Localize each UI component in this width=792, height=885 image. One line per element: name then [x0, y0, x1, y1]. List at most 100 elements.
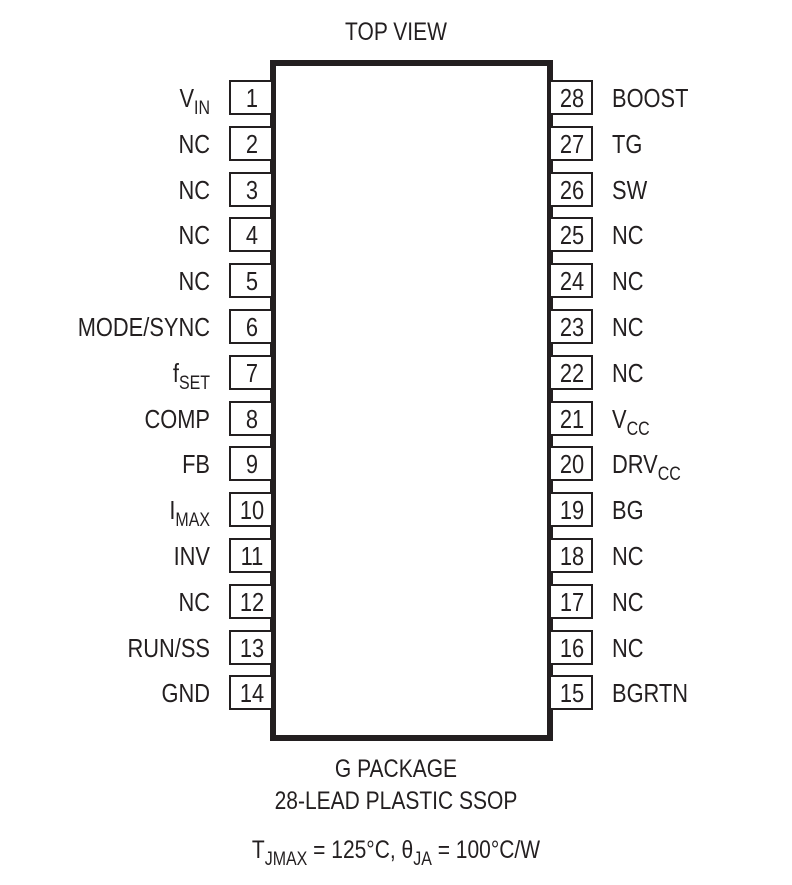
pin-label: INV: [42, 543, 210, 569]
pin-number: 18: [559, 541, 585, 571]
pin-name: NC: [612, 632, 644, 663]
pin-label: NC: [612, 314, 755, 340]
pin-box: 21: [551, 400, 593, 436]
pin-number: 11: [240, 541, 264, 571]
pin-name: f: [172, 357, 179, 388]
pin-name: BOOST: [612, 83, 689, 113]
pin-name: INV: [173, 541, 210, 571]
tjmax-subscript: JMAX: [264, 849, 308, 870]
pin-box: 24: [551, 263, 593, 299]
pin-name: NC: [178, 128, 210, 159]
pin-name: NC: [612, 357, 644, 388]
pin-name: NC: [178, 266, 210, 297]
pin-label: NC: [42, 268, 210, 294]
pin-name: GND: [161, 678, 210, 709]
pin-name: NC: [612, 541, 644, 571]
pin-box: 14: [229, 675, 271, 711]
thermal-spec: TJMAX = 125°C, θJA = 100°C/W: [63, 836, 728, 870]
pin-number: 22: [559, 357, 585, 388]
pin-name: DRV: [612, 449, 658, 480]
pin-name: V: [179, 83, 195, 113]
pin-box: 11: [229, 538, 271, 573]
pin-name: FB: [182, 449, 210, 480]
pin-name: NC: [178, 586, 210, 617]
pin-box: 28: [551, 80, 593, 115]
pin-name: BG: [612, 495, 644, 526]
pin-name: NC: [612, 586, 644, 617]
pin-label: NC: [42, 589, 210, 615]
theta-subscript: JA: [413, 849, 432, 870]
pin-label: BOOST: [612, 85, 755, 111]
pin-box: 7: [229, 354, 271, 390]
pin-label: NC: [612, 635, 755, 661]
pin-name: NC: [612, 312, 644, 342]
pin-box: 5: [229, 263, 271, 299]
pin-name-subscript: SET: [178, 372, 210, 394]
pin-box: 8: [229, 400, 271, 436]
pin-box: 6: [229, 309, 271, 344]
pin-number: 6: [245, 312, 259, 342]
tjmax-value: = 125°C,: [307, 836, 402, 864]
pin-label: VIN: [42, 83, 210, 118]
pin-number: 1: [245, 83, 259, 113]
pin-number: 24: [559, 266, 585, 297]
pin-label: TG: [612, 131, 755, 157]
pin-number: 15: [559, 678, 585, 709]
pin-number: 7: [245, 357, 259, 388]
pin-box: 3: [229, 171, 271, 207]
pin-name: NC: [612, 266, 644, 297]
pin-label: NC: [612, 589, 755, 615]
ic-package-body: [270, 60, 553, 741]
pin-box: 1: [229, 80, 271, 115]
pin-name: RUN/SS: [127, 632, 210, 663]
pin-name-subscript: CC: [657, 464, 681, 486]
pin-label: NC: [42, 131, 210, 157]
pin-label: fSET: [42, 357, 210, 393]
pin-box: 12: [229, 583, 271, 619]
pin-number: 21: [559, 403, 585, 434]
pin-name: COMP: [144, 403, 210, 434]
pin-number: 25: [559, 220, 585, 251]
pin-name-subscript: IN: [194, 98, 210, 119]
pin-label: NC: [612, 360, 755, 386]
pin-label: SW: [612, 177, 755, 203]
pin-label: BGRTN: [612, 680, 755, 706]
pin-number: 19: [559, 495, 585, 526]
pin-label: NC: [612, 268, 755, 294]
pin-number: 8: [245, 403, 259, 434]
pin-number: 17: [559, 586, 585, 617]
pin-box: 2: [229, 125, 271, 161]
pin-label: COMP: [42, 406, 210, 432]
pin-box: 13: [229, 629, 271, 665]
pin-label: IMAX: [42, 497, 210, 530]
pin-number: 23: [559, 312, 585, 342]
pin-box: 27: [551, 125, 593, 161]
pin-name: TG: [612, 128, 643, 159]
pin-box: 26: [551, 171, 593, 207]
pin-label: VCC: [612, 406, 755, 439]
pin-box: 16: [551, 629, 593, 665]
pin-number: 9: [245, 449, 259, 480]
theta-value: = 100°C/W: [431, 836, 541, 864]
pin-number: 10: [239, 495, 265, 526]
pin-box: 17: [551, 583, 593, 619]
pin-label: BG: [612, 497, 755, 523]
pin-label: NC: [612, 543, 755, 569]
pin-number: 14: [239, 678, 265, 709]
diagram-title: TOP VIEW: [345, 18, 447, 46]
pin-box: 10: [229, 492, 271, 528]
pin-label: RUN/SS: [42, 635, 210, 661]
pin-label: FB: [42, 451, 210, 477]
pin-box: 9: [229, 446, 271, 482]
pin-number: 26: [559, 174, 585, 205]
pin-name: BGRTN: [612, 678, 689, 709]
pin-label: NC: [612, 222, 755, 248]
pin-box: 18: [551, 538, 593, 573]
pin-number: 16: [559, 632, 585, 663]
pin-number: 3: [245, 174, 259, 205]
pin-name: NC: [178, 174, 210, 205]
pin-label: MODE/SYNC: [42, 314, 210, 340]
pin-label: DRVCC: [612, 449, 755, 484]
pin-number: 13: [239, 632, 265, 663]
pin-label: NC: [42, 222, 210, 248]
